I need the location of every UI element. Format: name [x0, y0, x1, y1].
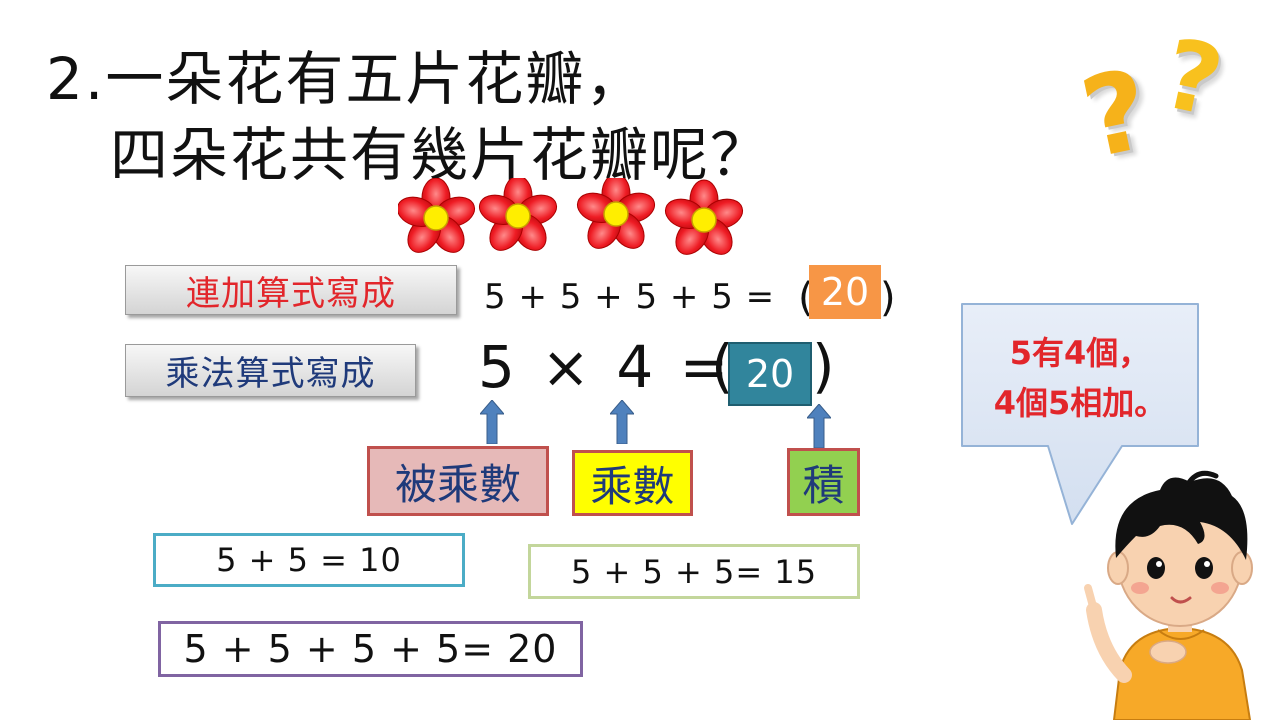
- red-flower-icon: [660, 179, 748, 258]
- up-arrow-icon: [480, 400, 504, 444]
- pointing-boy-icon: [1084, 470, 1253, 720]
- multiplication-open-paren: (: [711, 332, 734, 400]
- flowers-row: [398, 178, 748, 258]
- addition-answer: 20: [809, 265, 881, 319]
- up-arrow-icon: [610, 400, 634, 444]
- speech-bubble: [961, 303, 1199, 525]
- product-box: 積: [787, 448, 860, 516]
- sum-three-box: 5 + 5 + 5= 15: [528, 544, 860, 599]
- question-mark-icon: ?: [1153, 17, 1232, 139]
- red-flower-icon: [572, 178, 660, 256]
- title-line-1: 2.一朵花有五片花瓣，: [46, 45, 646, 113]
- multiplier-box: 乘數: [572, 450, 693, 516]
- addition-label: 連加算式寫成: [125, 265, 457, 315]
- bubble-line-1: 5有4個，: [1009, 334, 1151, 372]
- multiplicand-box: 被乘數: [367, 446, 549, 516]
- sum-four-box: 5 + 5 + 5 + 5= 20: [158, 621, 583, 677]
- sum-two-box: 5 + 5 = 10: [153, 533, 465, 587]
- addition-close-paren: ): [880, 275, 896, 321]
- question-mark-icon: ?: [1071, 44, 1161, 184]
- multiplication-label: 乘法算式寫成: [125, 344, 416, 397]
- speech-bubble-text: 5有4個， 4個5相加。: [962, 328, 1198, 428]
- addition-equation: 5 + 5 + 5 + 5 =: [484, 277, 776, 317]
- up-arrow-icon: [807, 404, 831, 448]
- multiplication-answer: 20: [728, 342, 812, 406]
- multiplication-equation: 5 × 4 =: [478, 333, 733, 401]
- red-flower-icon: [398, 178, 480, 258]
- red-flower-icon: [474, 178, 562, 258]
- bubble-line-2: 4個5相加。: [993, 384, 1167, 422]
- multiplication-close-paren: ): [812, 332, 835, 400]
- title-line-2: 四朵花共有幾片花瓣呢？: [110, 121, 771, 189]
